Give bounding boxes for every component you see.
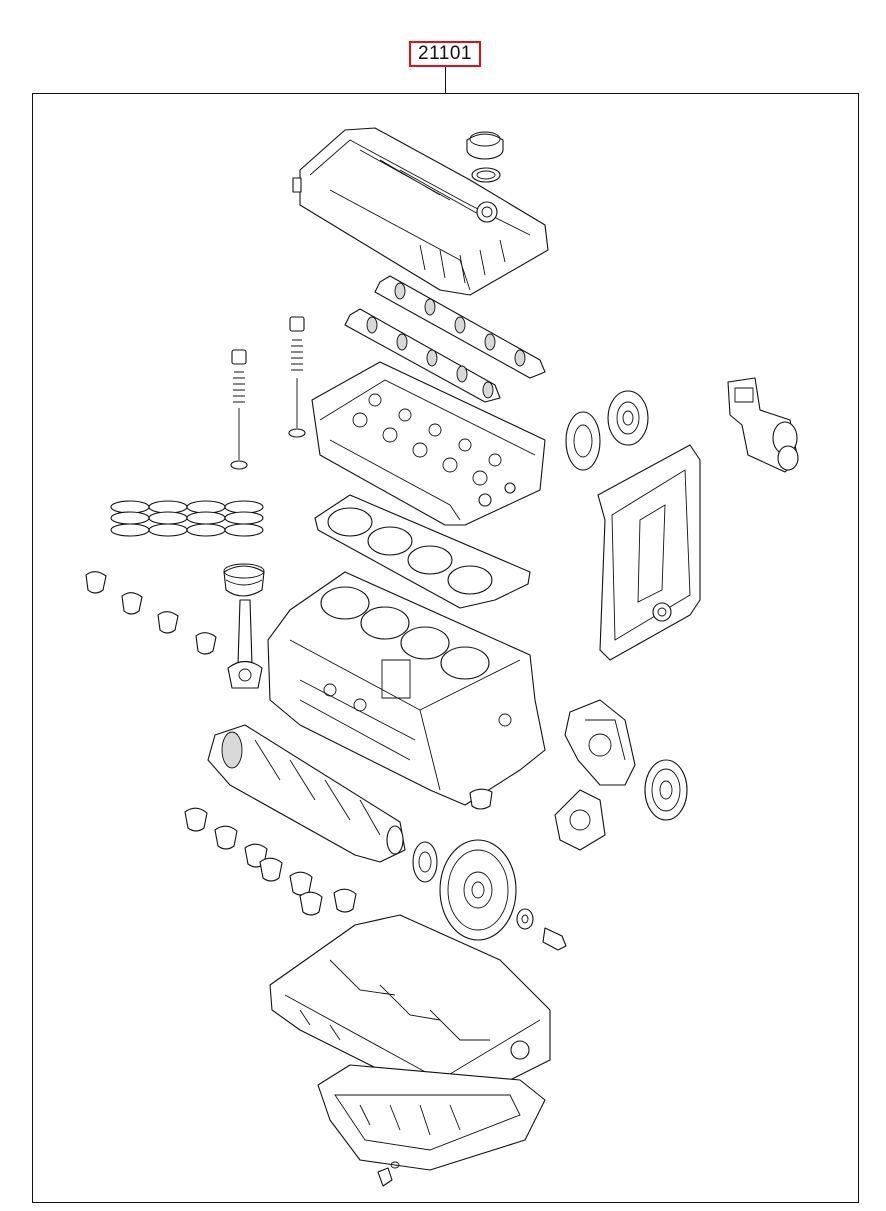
- intake-camshaft: [375, 276, 545, 378]
- oil-control-valve: [728, 378, 798, 472]
- intake-valve-assembly: [231, 350, 247, 469]
- exhaust-camshaft: [345, 309, 500, 402]
- water-pump: [555, 700, 635, 850]
- lower-crankcase: [270, 915, 550, 1100]
- callout-leader-line: [445, 67, 446, 94]
- camshaft-sprockets: [566, 391, 648, 470]
- water-pump-pulley: [645, 760, 687, 820]
- drain-plug: [378, 1162, 399, 1186]
- crank-bolt: [517, 909, 566, 950]
- cylinder-block: [268, 572, 545, 805]
- head-gasket: [315, 495, 530, 608]
- piston-connecting-rod: [224, 564, 264, 688]
- part-number-callout[interactable]: 21101: [409, 41, 481, 67]
- exhaust-valve-assembly: [289, 317, 305, 437]
- valve-cover: [293, 128, 548, 295]
- oil-filler-cap: [467, 132, 503, 182]
- oil-pan: [318, 1065, 545, 1170]
- main-bearings: [185, 789, 492, 915]
- piston-rings: [111, 501, 263, 536]
- connecting-rod-bearings: [86, 572, 216, 654]
- crankshaft: [208, 725, 405, 862]
- damper-pulley: [440, 840, 516, 940]
- timing-chain-cover: [598, 445, 700, 660]
- cylinder-head: [312, 362, 545, 525]
- crankshaft-sprocket: [413, 842, 437, 882]
